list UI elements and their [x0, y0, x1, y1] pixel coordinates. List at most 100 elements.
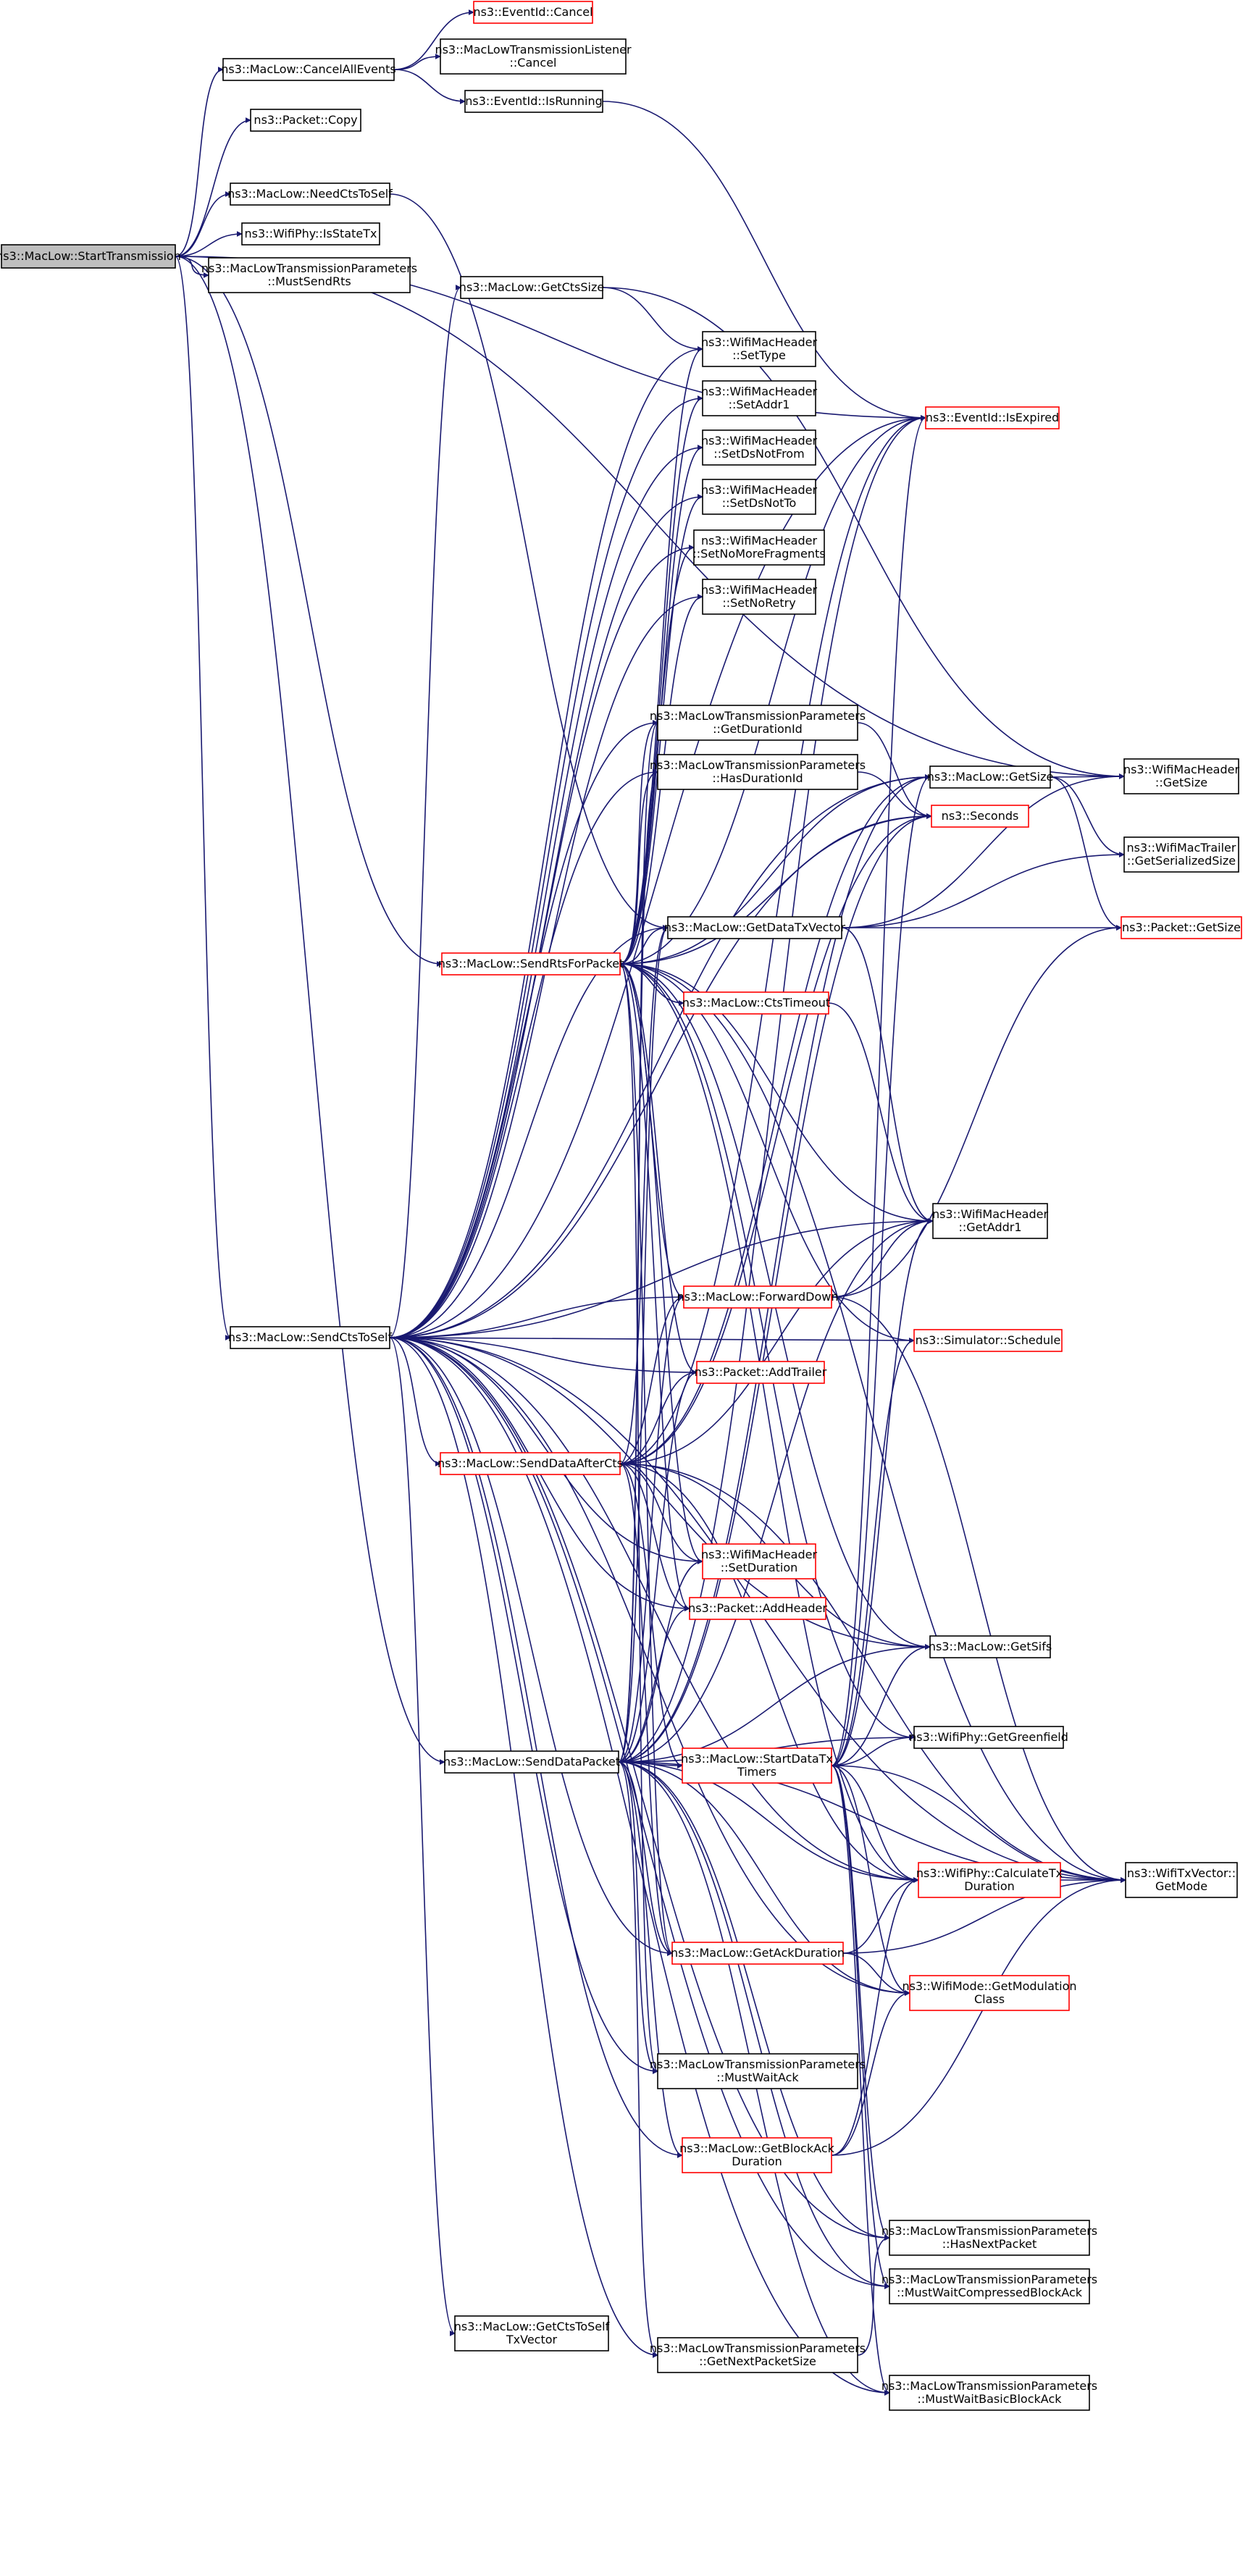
node-label-line: ns3::MacLowTransmissionParameters [650, 2057, 866, 2071]
node-label-line: ns3::MacLow::GetAckDuration [671, 1946, 845, 1960]
graph-node-lowTxListenerCancel[interactable]: ns3::MacLowTransmissionListener::Cancel [435, 38, 632, 75]
node-label-line: ns3::MacLow::SendCtsToSelf [228, 1330, 393, 1344]
node-box [693, 529, 825, 566]
graph-node-needCtsToSelf[interactable]: ns3::MacLow::NeedCtsToSelf [227, 182, 393, 206]
graph-node-hasDurationId[interactable]: ns3::MacLowTransmissionParameters::HasDu… [650, 754, 866, 790]
graph-node-getGreenfield[interactable]: ns3::WifiPhy::GetGreenfield [909, 1726, 1068, 1749]
call-edge-start-to-needCtsToSelf [175, 191, 231, 257]
call-edge-sendRts-to-getDataTxVector [619, 925, 669, 965]
node-label-line: ::SetDsNotFrom [713, 447, 804, 461]
call-edge-getNextPacketSize-to-hasNextPacket [857, 2235, 890, 2356]
call-edge-sendDataPacket-to-addTrailer [618, 1369, 698, 1763]
graph-node-cancelAll[interactable]: ns3::MacLow::CancelAllEvents [221, 58, 396, 81]
graph-node-sendRts[interactable]: ns3::MacLow::SendRtsForPacket [438, 952, 624, 976]
node-box [932, 1203, 1048, 1239]
graph-node-getDataTxVector[interactable]: ns3::MacLow::GetDataTxVector [664, 916, 846, 939]
graph-node-sendDataPacket[interactable]: ns3::MacLow::SendDataPacket [443, 1750, 620, 1774]
node-label-line: ns3::EventId::IsRunning [465, 94, 603, 108]
call-edge-sendDataPacket-to-getNextPacketSize [618, 1761, 658, 2358]
call-edge-startDataTxTimers-to-txVectorGetMode [831, 1765, 1126, 1883]
graph-node-seconds[interactable]: ns3::Seconds [931, 805, 1029, 828]
call-edge-sendCtsToSelf-to-getAddr1 [389, 1218, 934, 1338]
node-label-line: ns3::WifiTxVector:: [1127, 1866, 1236, 1880]
call-edge-forwardDown-to-packetGetSize [831, 925, 1122, 1298]
node-box [1123, 836, 1239, 873]
call-edge-startDataTxTimers-to-mustWaitBasicBA [831, 1765, 890, 2396]
node-label-line: ns3::Packet::Copy [254, 113, 357, 127]
node-label-line: Timers [737, 1765, 776, 1779]
node-label-line: ns3::WifiMode::GetModulation [902, 1979, 1076, 1993]
graph-node-isStateTx[interactable]: ns3::WifiPhy::IsStateTx [241, 222, 380, 246]
graph-node-eventCancel[interactable]: ns3::EventId::Cancel [473, 1, 593, 24]
call-edge-sendCtsToSelf-to-seconds [389, 813, 932, 1338]
call-edge-sendDataPacket-to-getSifs [618, 1644, 931, 1763]
graph-node-getNextPacketSize[interactable]: ns3::MacLowTransmissionParameters::GetNe… [650, 2337, 866, 2373]
call-edge-startDataTxTimers-to-getSifs [831, 1644, 931, 1766]
node-label-line: ::GetSerializedSize [1127, 854, 1236, 868]
graph-node-getAddr1[interactable]: ns3::WifiMacHeader::GetAddr1 [932, 1203, 1049, 1239]
graph-node-packetCopy[interactable]: ns3::Packet::Copy [250, 109, 361, 132]
graph-node-mustWaitAck[interactable]: ns3::MacLowTransmissionParameters::MustW… [650, 2053, 866, 2089]
call-edge-sendCtsToSelf-to-isExpired [389, 415, 926, 1338]
call-edge-macLowGetSize-to-packetGetSize [1050, 776, 1122, 931]
call-edge-sendDataPacket-to-hasNextPacket [618, 1761, 890, 2241]
graph-node-setAddr1[interactable]: ns3::WifiMacHeader::SetAddr1 [701, 380, 818, 416]
graph-node-getCtsSize[interactable]: ns3::MacLow::GetCtsSize [459, 276, 604, 299]
graph-node-setDuration[interactable]: ns3::WifiMacHeader::SetDuration [701, 1543, 818, 1579]
graph-node-addHeader[interactable]: ns3::Packet::AddHeader [688, 1597, 827, 1620]
call-edge-sendDataPacket-to-mustWaitAck [618, 1761, 658, 2074]
graph-node-txVectorGetMode[interactable]: ns3::WifiTxVector::GetMode [1125, 1862, 1238, 1898]
call-edge-start-to-sendRts [175, 256, 443, 967]
graph-node-setDsNotTo[interactable]: ns3::WifiMacHeader::SetDsNotTo [701, 479, 818, 515]
call-edge-startDataTxTimers-to-hasNextPacket [831, 1765, 890, 2241]
call-edge-getDataTxVector-to-wifiMacHeaderGetSize [841, 773, 1125, 928]
graph-node-setType[interactable]: ns3::WifiMacHeader::SetType [701, 331, 818, 367]
call-edge-start-to-sendDataPacket [175, 256, 445, 1765]
graph-node-eventIsRunning[interactable]: ns3::EventId::IsRunning [464, 90, 603, 113]
graph-node-isExpired[interactable]: ns3::EventId::IsExpired [925, 406, 1060, 429]
graph-node-mustSendRts[interactable]: ns3::MacLowTransmissionParameters::MustS… [201, 257, 417, 293]
graph-node-macLowGetSize[interactable]: ns3::MacLow::GetSize [927, 765, 1054, 789]
graph-node-forwardDown[interactable]: ns3::MacLow::ForwardDown [677, 1285, 839, 1309]
graph-node-sendDataAfterCts[interactable]: ns3::MacLow::SendDataAfterCts [437, 1452, 623, 1475]
call-edge-cancelAll-to-lowTxListenerCancel [393, 54, 441, 70]
call-edge-sendCtsToSelf-to-mustWaitBasicBA [389, 1337, 890, 2396]
graph-node-ctsTimeout[interactable]: ns3::MacLow::CtsTimeout [682, 991, 830, 1015]
graph-node-addTrailer[interactable]: ns3::Packet::AddTrailer [695, 1361, 827, 1384]
call-edge-sendCtsToSelf-to-getCtsToSelfTxVector [389, 1337, 456, 2336]
node-label-line: ns3::MacLow::GetSize [927, 770, 1054, 784]
graph-node-setNoMoreFrag[interactable]: ns3::WifiMacHeader::SetNoMoreFragments [692, 529, 826, 566]
node-box [702, 479, 816, 515]
node-box [454, 2315, 609, 2351]
graph-node-trailerSerSize[interactable]: ns3::WifiMacTrailer::GetSerializedSize [1123, 836, 1239, 873]
graph-node-simSchedule[interactable]: ns3::Simulator::Schedule [913, 1329, 1063, 1352]
graph-node-getDurationId[interactable]: ns3::MacLowTransmissionParameters::GetDu… [650, 705, 866, 741]
graph-node-getAckDuration[interactable]: ns3::MacLow::GetAckDuration [671, 1942, 845, 1965]
node-box [702, 331, 816, 367]
call-edge-needCtsToSelf-to-getDataTxVector [389, 193, 669, 931]
graph-node-mustWaitCompressedBA[interactable]: ns3::MacLowTransmissionParameters::MustW… [881, 2268, 1097, 2304]
graph-node-getSifs[interactable]: ns3::MacLow::GetSifs [929, 1635, 1052, 1658]
node-label-line: ns3::MacLowTransmissionParameters [881, 2379, 1097, 2393]
node-box [702, 579, 816, 615]
node-label-line: ::SetType [732, 348, 786, 362]
call-edge-getBlockAckDuration-to-calcTxDuration [831, 1877, 919, 2156]
graph-node-hasNextPacket[interactable]: ns3::MacLowTransmissionParameters::HasNe… [881, 2220, 1097, 2256]
node-label-line: ns3::EventId::IsExpired [926, 411, 1059, 424]
graph-node-setNoRetry[interactable]: ns3::WifiMacHeader::SetNoRetry [701, 579, 818, 615]
graph-node-mustWaitBasicBA[interactable]: ns3::MacLowTransmissionParameters::MustW… [881, 2375, 1097, 2411]
graph-node-wifiMacHeaderGetSize[interactable]: ns3::WifiMacHeader::GetSize [1123, 758, 1240, 794]
graph-node-packetGetSize[interactable]: ns3::Packet::GetSize [1121, 916, 1242, 939]
call-edge-sendRts-to-addHeader [619, 963, 690, 1611]
node-label-line: ::HasNextPacket [942, 2237, 1037, 2251]
graph-node-setDsNotFrom[interactable]: ns3::WifiMacHeader::SetDsNotFrom [701, 429, 818, 466]
graph-node-sendCtsToSelf[interactable]: ns3::MacLow::SendCtsToSelf [228, 1326, 393, 1349]
node-label-line: ns3::MacLow::GetCtsToSelf [454, 2320, 610, 2333]
node-label-line: ::GetSize [1155, 776, 1207, 789]
